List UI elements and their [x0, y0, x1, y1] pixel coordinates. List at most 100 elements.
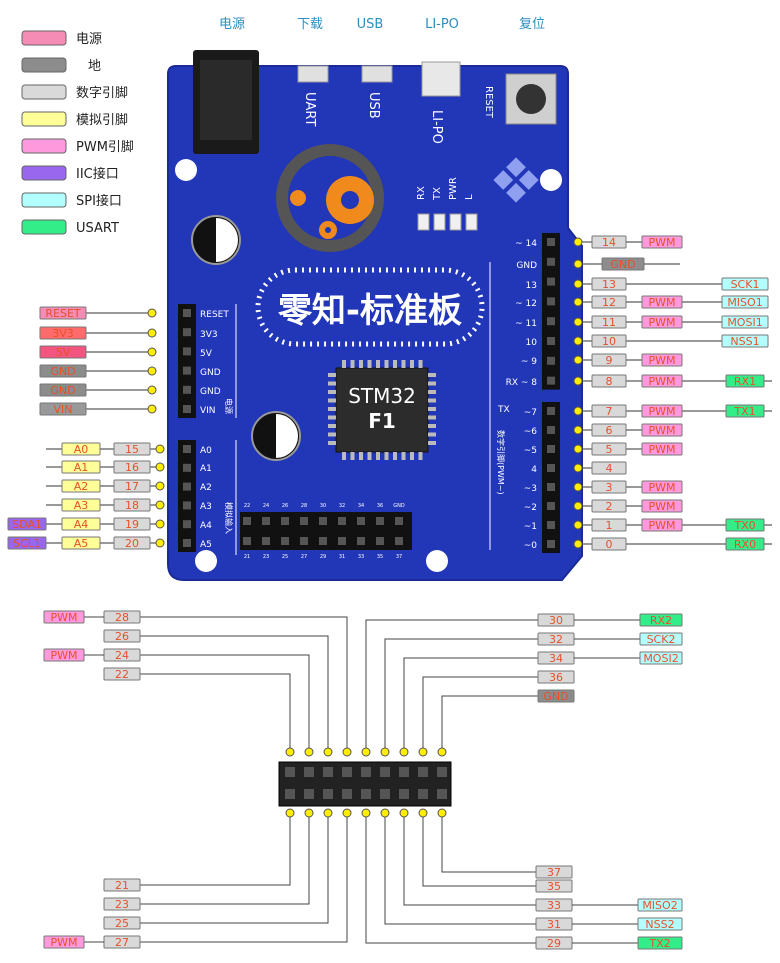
header-pin — [399, 767, 409, 777]
digital-pin-label: ~ 9 — [521, 357, 537, 367]
pin-number-tag-text: 9 — [606, 354, 613, 367]
digital-pin-label: 4 — [531, 465, 537, 475]
header-pin-number: 21 — [244, 554, 250, 560]
digital-pin-label: ~3 — [524, 484, 537, 494]
header-pin — [304, 767, 314, 777]
pin-marker — [573, 520, 583, 530]
header-pin — [547, 376, 555, 385]
header-pin-number: 24 — [263, 503, 269, 509]
pin-marker — [573, 297, 583, 307]
pin-marker — [573, 279, 583, 289]
pin-number-tag: 13 — [591, 277, 627, 291]
header-pin — [338, 517, 346, 525]
digital-pin-label: ~5 — [524, 446, 537, 456]
capacitor — [251, 411, 301, 461]
pin-marker — [155, 500, 165, 510]
pin-marker — [399, 747, 409, 757]
pin-marker — [147, 385, 157, 395]
legend-label: 地 — [88, 59, 101, 74]
mcu-chip: STM32 F1 — [328, 360, 436, 460]
analog-tag-text: A5 — [74, 537, 89, 550]
header-pin-number: 29 — [320, 554, 326, 560]
header-pin — [285, 767, 295, 777]
header-pin-number: GND — [393, 503, 405, 509]
digital-pin-label: ~ 11 — [515, 319, 537, 329]
header-pin — [183, 520, 191, 529]
digital-pin-label: GND — [516, 261, 537, 271]
header-pin — [323, 767, 333, 777]
spi-tag-text: MISO1 — [727, 296, 762, 309]
header-pin — [437, 767, 447, 777]
pin-marker — [573, 482, 583, 492]
analog-pin-label: A0 — [200, 446, 212, 456]
port-label-uart: UART — [302, 92, 317, 126]
header-pin — [547, 297, 555, 306]
pin-marker — [399, 808, 409, 818]
header-pin — [183, 445, 191, 453]
pin-number-tag: 0 — [591, 537, 627, 551]
header-pin-number: 26 — [282, 503, 288, 509]
header-pin — [338, 537, 346, 545]
pin-number-tag: 20 — [113, 536, 151, 550]
digital-pin-label: ~ 14 — [515, 239, 537, 249]
pin-number-tag-text: 13 — [602, 278, 616, 291]
pwm-tag: PWM — [641, 442, 683, 456]
pin-marker — [147, 328, 157, 338]
header-pin — [304, 789, 314, 799]
pwm-tag: PWM — [641, 235, 683, 249]
board-title-frame — [255, 267, 485, 347]
pin-number-tag: 16 — [113, 460, 151, 474]
header-pin — [300, 537, 308, 545]
pwm-tag-text: PWM — [648, 316, 675, 329]
header-pin — [285, 789, 295, 799]
power-tag: 5V — [39, 345, 87, 359]
header-pin — [243, 517, 251, 525]
legend-label: PWM引脚 — [76, 139, 134, 155]
legend-swatch — [21, 138, 67, 154]
header-pin — [183, 309, 191, 317]
pwm-tag: PWM — [641, 353, 683, 367]
power-pin-label: GND — [200, 387, 221, 397]
mounting-hole — [540, 169, 562, 191]
pin-number-tag-text: 17 — [125, 480, 139, 493]
pin-number-tag: 24 — [103, 648, 141, 662]
usart-tag-text: RX1 — [734, 375, 756, 388]
power-tag-text: VIN — [54, 403, 73, 416]
iic-tag: SCL1 — [7, 536, 47, 550]
pin-number-tag: 7 — [591, 404, 627, 418]
pin-number-tag: 12 — [591, 295, 627, 309]
pin-number-tag-text: 21 — [115, 879, 129, 892]
pin-number-tag-text: 5 — [606, 443, 613, 456]
header-pin-number: 28 — [301, 503, 307, 509]
pin-marker — [155, 519, 165, 529]
connector-label: 下载 — [297, 17, 323, 32]
pwm-tag-text: PWM — [648, 481, 675, 494]
digital-pin-label: 13 — [526, 281, 537, 291]
power-pin-label: RESET — [200, 310, 229, 320]
header-pin — [300, 517, 308, 525]
pwm-tag-text: PWM — [648, 375, 675, 388]
pin-number-tag-text: 30 — [549, 614, 563, 627]
spi-tag: MOSI1 — [721, 315, 769, 329]
header-pin — [547, 464, 555, 472]
header-pin — [380, 789, 390, 799]
uart-port — [297, 65, 329, 83]
pin-number-tag-text: 37 — [547, 866, 561, 879]
usart-tag-text: TX0 — [733, 519, 755, 532]
pin-number-tag-text: 25 — [115, 917, 129, 930]
power-pin-label: 5V — [200, 349, 213, 359]
chip-label-line2: F1 — [368, 409, 396, 433]
header-pin-number: 25 — [282, 554, 288, 560]
header-pin — [183, 482, 191, 491]
header-pin — [342, 767, 352, 777]
power-pin-label: 3V3 — [200, 330, 218, 340]
legend-swatch — [21, 57, 67, 73]
digital-pin-label: ~2 — [524, 503, 537, 513]
iic-tag-text: SCL1 — [13, 537, 41, 550]
pin-number-tag: 23 — [103, 897, 141, 911]
header-pin — [183, 366, 191, 375]
pin-marker — [573, 376, 583, 386]
legend-label: IIC接口 — [76, 166, 119, 182]
led-label: TX — [432, 187, 443, 201]
analog-header-title: 模拟输入 — [224, 502, 234, 534]
